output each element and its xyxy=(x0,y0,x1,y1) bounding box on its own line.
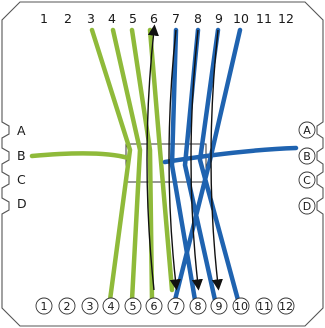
bottom-label-9: 9 xyxy=(216,300,223,313)
top-label-6: 6 xyxy=(150,11,158,26)
top-label-3: 3 xyxy=(87,11,95,26)
bottom-label-11: 11 xyxy=(257,300,271,313)
blue-wire-10 xyxy=(172,27,243,303)
right-labels: A B C D xyxy=(303,124,311,213)
top-label-10: 10 xyxy=(233,11,249,26)
bottom-label-4: 4 xyxy=(108,300,115,313)
green-wire-B xyxy=(29,151,131,161)
arrow-loop-7-8 xyxy=(168,29,181,291)
green-wire-5 xyxy=(129,27,155,303)
arrow-loop-8-9 xyxy=(190,29,203,291)
left-label-B: B xyxy=(17,148,26,163)
black-arrow-loops xyxy=(146,24,223,291)
bottom-label-5: 5 xyxy=(130,300,137,313)
bottom-label-10: 10 xyxy=(234,300,248,313)
top-label-8: 8 xyxy=(194,11,202,26)
green-wire-bundle xyxy=(29,27,175,303)
bottom-label-8: 8 xyxy=(195,300,202,313)
arrow-loop-9-10 xyxy=(210,29,223,291)
top-label-2: 2 xyxy=(64,11,72,26)
bottom-label-7: 7 xyxy=(173,300,180,313)
bottom-labels xyxy=(35,297,295,315)
arrow-loop-6-7 xyxy=(146,24,159,291)
bottom-label-6: 6 xyxy=(151,300,158,313)
blue-wire-9 xyxy=(197,27,241,303)
left-label-C: C xyxy=(17,172,26,187)
bottom-label-3: 3 xyxy=(87,300,94,313)
top-label-12: 12 xyxy=(278,11,294,26)
top-labels: 1 2 3 4 5 6 7 8 9 10 11 12 xyxy=(40,11,294,26)
right-label-B: B xyxy=(303,150,311,163)
bottom-label-12: 12 xyxy=(279,300,293,313)
right-label-D: D xyxy=(303,200,311,213)
blue-wire-B xyxy=(162,145,299,165)
right-label-C: C xyxy=(303,174,311,187)
green-wire-6 xyxy=(147,27,175,293)
green-wire-3 xyxy=(89,27,133,303)
right-label-circles xyxy=(298,121,316,215)
bottom-label-1: 1 xyxy=(41,300,48,313)
top-label-4: 4 xyxy=(108,11,116,26)
bottom-label-texts: 1 2 3 4 5 6 7 8 9 10 11 12 xyxy=(41,300,294,313)
left-labels: A B C D xyxy=(17,123,27,211)
top-label-11: 11 xyxy=(256,11,272,26)
green-wire-4 xyxy=(110,27,143,303)
left-label-D: D xyxy=(17,196,27,211)
bottom-label-2: 2 xyxy=(64,300,71,313)
top-label-5: 5 xyxy=(129,11,137,26)
top-label-7: 7 xyxy=(172,11,180,26)
blue-wire-bundle xyxy=(162,27,299,303)
top-label-9: 9 xyxy=(215,11,223,26)
right-label-A: A xyxy=(303,124,311,137)
left-label-A: A xyxy=(17,123,26,138)
top-label-1: 1 xyxy=(40,11,48,26)
